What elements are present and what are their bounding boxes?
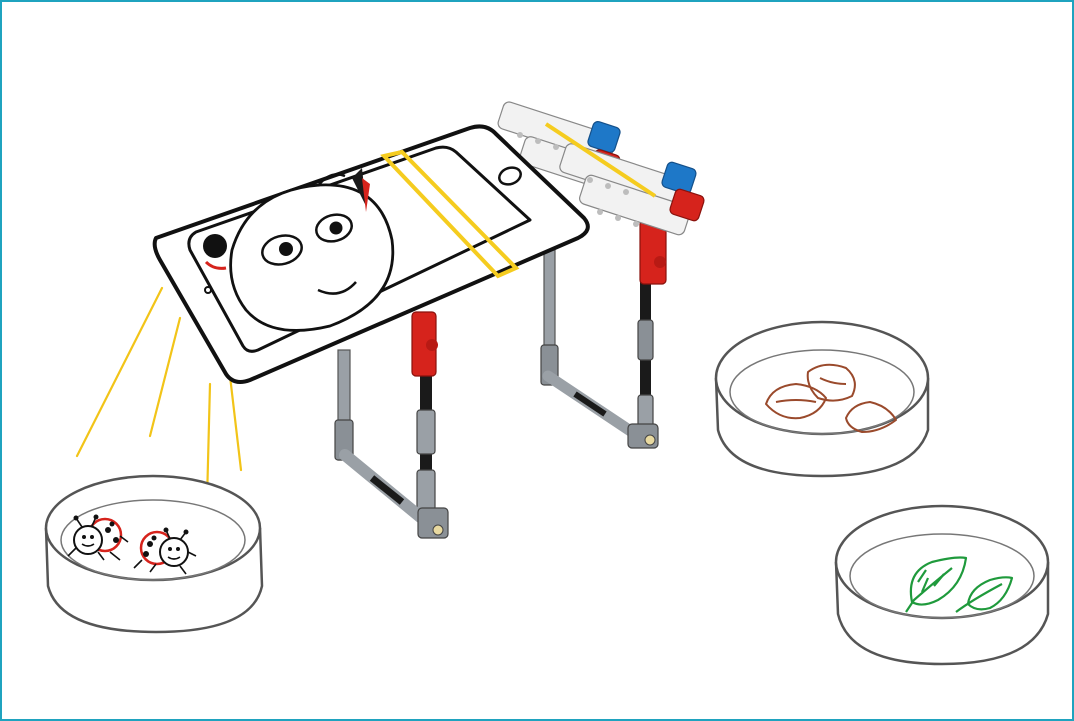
dried-leaves-dish (716, 322, 928, 476)
fresh-leaves-dish (836, 506, 1048, 664)
phone-icon (155, 126, 588, 382)
ladybug-dish (46, 476, 262, 632)
